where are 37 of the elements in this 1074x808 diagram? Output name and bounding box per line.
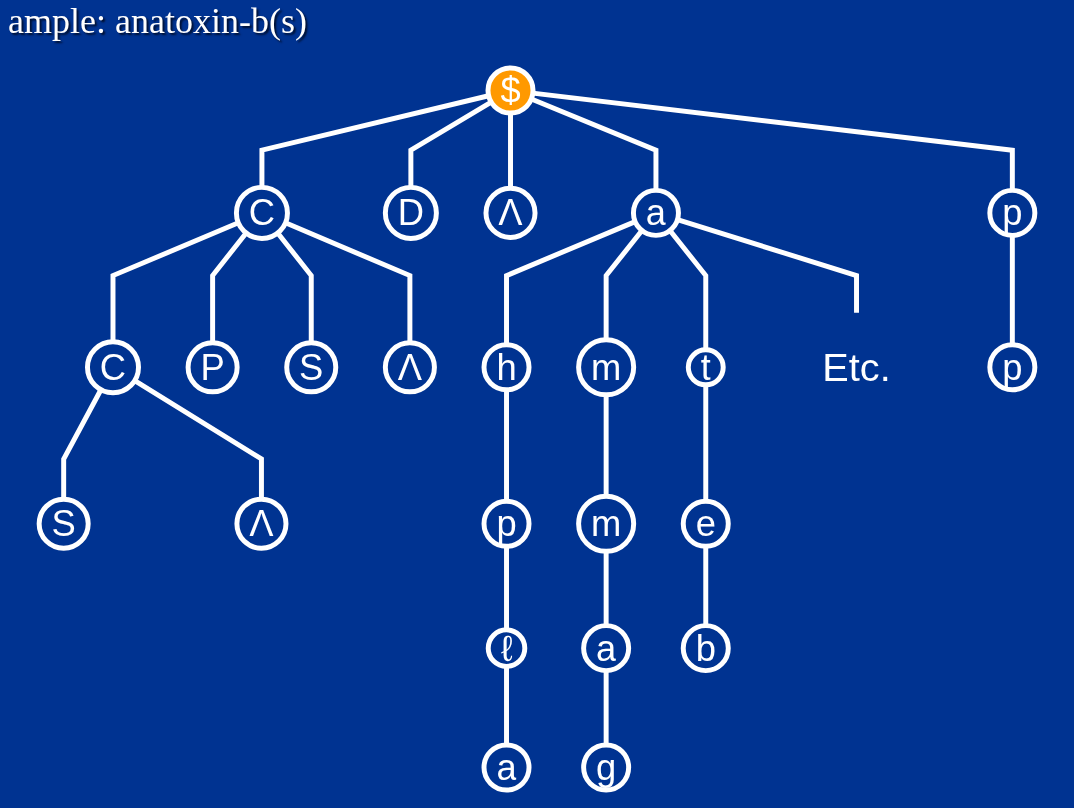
- node-circle: Λ: [382, 340, 437, 395]
- connector: [110, 220, 240, 342]
- connector: [668, 228, 709, 350]
- node-circle: m: [576, 337, 637, 398]
- connector: [275, 231, 314, 343]
- connector: [703, 546, 709, 626]
- node-text: Etc.: [822, 344, 891, 389]
- node-circle: a: [630, 187, 681, 238]
- node-circle: Λ: [483, 185, 538, 240]
- connector: [1009, 235, 1015, 345]
- node-circle: g: [581, 742, 632, 793]
- node-circle: a: [581, 623, 632, 674]
- node-circle: D: [382, 184, 439, 241]
- connector: [603, 551, 609, 626]
- node-circle: p: [987, 342, 1038, 393]
- connector: [210, 231, 249, 343]
- title: ample: anatoxin-b(s): [8, 0, 307, 42]
- node-circle: C: [233, 184, 290, 241]
- node-circle: m: [576, 493, 637, 554]
- node-circle: p: [481, 498, 532, 549]
- node-circle: ℓ: [485, 627, 528, 669]
- node-circle: h: [481, 342, 532, 393]
- node-circle: b: [680, 623, 731, 674]
- node-circle: C: [85, 339, 141, 396]
- node-circle: S: [36, 496, 91, 551]
- connector: [284, 220, 413, 343]
- connector: [603, 228, 644, 340]
- node-circle: $: [485, 65, 536, 116]
- node-circle: P: [185, 340, 240, 395]
- node-circle: t: [685, 347, 726, 388]
- node-circle: Λ: [234, 496, 289, 551]
- node-circle: e: [680, 498, 731, 549]
- node-circle: S: [284, 340, 339, 395]
- connector: [504, 666, 509, 745]
- node-circle: p: [987, 187, 1038, 238]
- node-circle: a: [481, 742, 532, 793]
- connector: [504, 546, 509, 630]
